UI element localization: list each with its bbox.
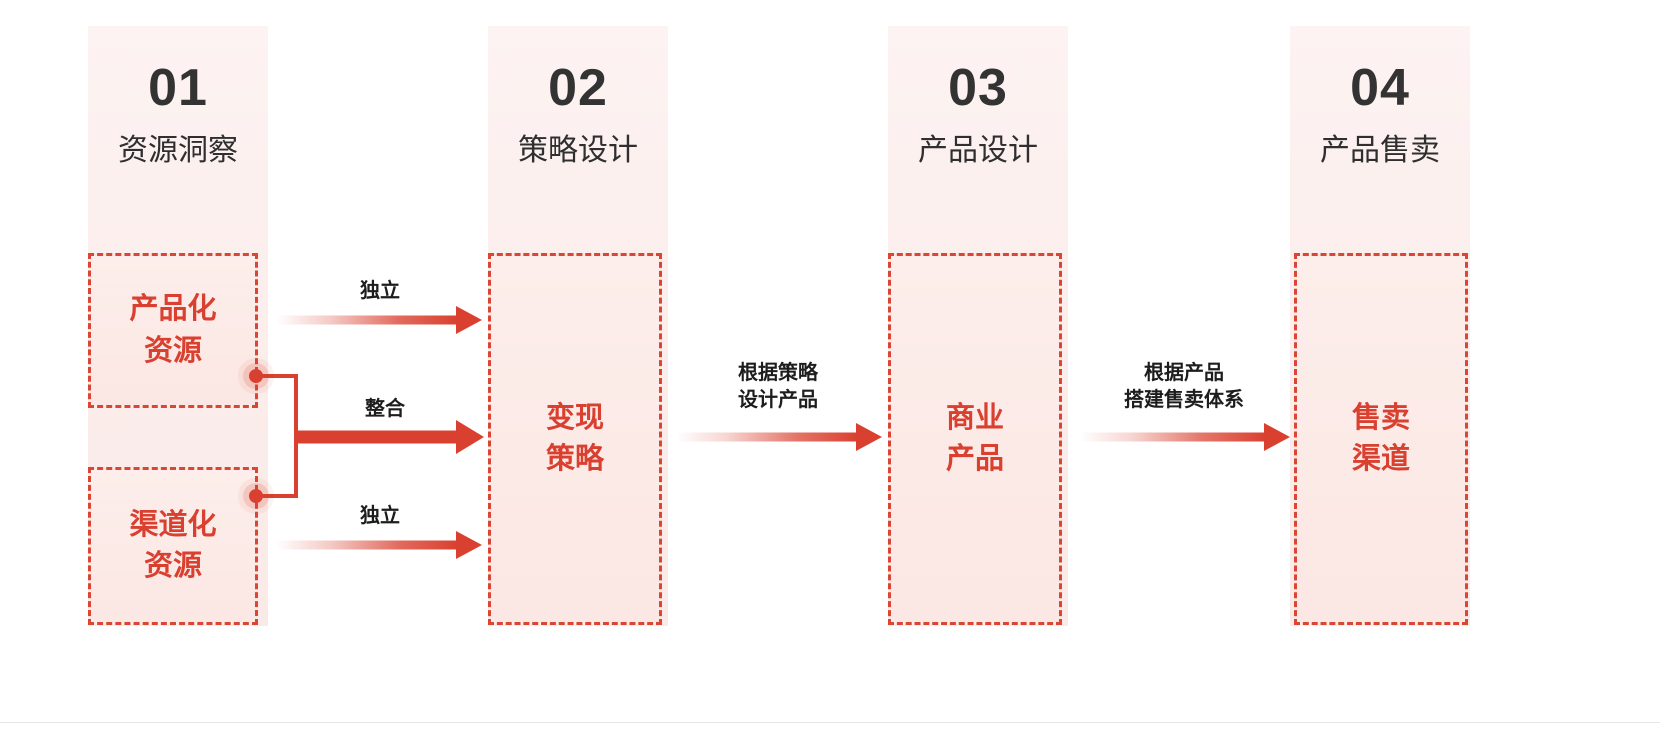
node-label-commercial-product: 商业 产品: [945, 401, 1004, 475]
node-productized-resource[interactable]: 产品化 资源: [88, 253, 258, 408]
arrow-shaft: [276, 540, 458, 550]
stage-number-02: 02: [548, 59, 608, 117]
arrow-head: [456, 420, 484, 454]
stage-number-03: 03: [948, 59, 1008, 117]
bracket-bottom-stub: [262, 494, 298, 498]
arrow-label-independent-top: 独立: [360, 280, 400, 302]
merge-dot-bottom: [249, 489, 263, 503]
node-channelized-resource[interactable]: 渠道化 资源: [88, 467, 258, 625]
node-monetization-strategy[interactable]: 变现 策略: [488, 253, 662, 625]
node-label-monetization-strategy: 变现 策略: [545, 401, 604, 475]
bracket-top-stub: [262, 374, 298, 378]
stage-name-01: 资源洞察: [118, 134, 238, 167]
arrow-head: [456, 531, 482, 559]
arrow-shaft: [296, 430, 458, 444]
arrow-label-integrate-middle: 整合: [365, 398, 405, 420]
stage-number-01: 01: [148, 59, 208, 117]
arrow-head: [456, 306, 482, 334]
stage-heading-02: 02 策略设计: [488, 62, 668, 166]
node-label-productized-resource: 产品化 资源: [129, 293, 217, 367]
stage-name-03: 产品设计: [918, 134, 1038, 167]
node-label-channelized-resource: 渠道化 资源: [129, 508, 217, 582]
arrow-label-strategy-to-product: 根据策略 设计产品: [738, 362, 818, 411]
arrow-head: [856, 423, 882, 451]
arrow-head: [1264, 423, 1290, 451]
stage-number-04: 04: [1350, 59, 1410, 117]
stage-name-02: 策略设计: [518, 134, 638, 167]
arrow-label-independent-bottom: 独立: [360, 505, 400, 527]
arrow-label-product-to-sales: 根据产品 搭建售卖体系: [1124, 362, 1244, 411]
stage-name-04: 产品售卖: [1320, 134, 1440, 167]
stage-heading-04: 04 产品售卖: [1290, 62, 1470, 166]
arrow-shaft: [676, 432, 858, 442]
arrow-shaft: [276, 315, 458, 325]
stage-heading-01: 01 资源洞察: [88, 62, 268, 166]
bottom-divider: [0, 722, 1660, 723]
node-label-sales-channel: 售卖 渠道: [1351, 401, 1410, 475]
stage-heading-03: 03 产品设计: [888, 62, 1068, 166]
node-sales-channel[interactable]: 售卖 渠道: [1294, 253, 1468, 625]
merge-dot-top: [249, 369, 263, 383]
arrow-shaft: [1080, 432, 1266, 442]
node-commercial-product[interactable]: 商业 产品: [888, 253, 1062, 625]
